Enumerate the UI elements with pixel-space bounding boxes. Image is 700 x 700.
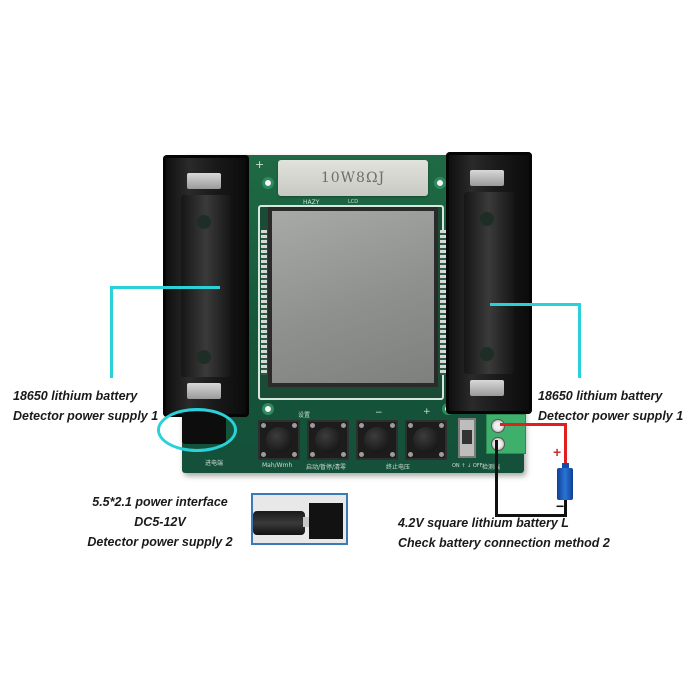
switch-label: ON ↑ ↓ OFF: [452, 463, 483, 469]
button-pin: [439, 452, 444, 457]
button-pin: [310, 452, 315, 457]
minus-sign: −: [556, 498, 565, 514]
terminal-screw-positive: [491, 419, 505, 433]
battery-terminal-cap: [562, 463, 569, 469]
power-switch[interactable]: [458, 418, 476, 458]
callout-line-left: [110, 286, 220, 289]
battery-contact: [470, 170, 504, 186]
button-pin: [292, 452, 297, 457]
terminal-block: [486, 414, 526, 454]
left-battery-annotation: 18650 lithium battery Detector power sup…: [13, 386, 158, 426]
annotation-line: DC5-12V: [134, 515, 186, 529]
power-in-label: 进电端: [205, 460, 224, 467]
callout-line-right: [490, 303, 580, 306]
black-wire: [495, 440, 498, 516]
switch-knob: [462, 430, 472, 444]
button-cap: [315, 427, 341, 453]
dc-jack-highlight: [157, 408, 237, 452]
plus-sign: +: [553, 444, 562, 460]
button-pin: [292, 423, 297, 428]
battery-contact: [187, 173, 221, 189]
button-cap: [364, 427, 390, 453]
lcd-pins-left: [261, 230, 267, 375]
dc-plug: [253, 511, 305, 535]
plug-tip: [303, 517, 311, 527]
button-pin: [408, 423, 413, 428]
mah-wmh-button[interactable]: [258, 420, 300, 460]
button-pin: [310, 423, 315, 428]
lcd-screen: [268, 207, 438, 387]
button-pin: [341, 452, 346, 457]
minus-label: −: [375, 408, 383, 418]
red-wire: [500, 423, 566, 426]
inset-jack: [309, 503, 343, 539]
square-battery-annotation: 4.2V square lithium battery L Check batt…: [398, 513, 610, 553]
brand-label: HAZY: [303, 199, 320, 206]
button-pin: [261, 452, 266, 457]
button-pin: [359, 423, 364, 428]
annotation-line: 18650 lithium battery: [13, 389, 138, 403]
lcd-pins-right: [440, 230, 446, 375]
holder-rivet: [197, 350, 211, 364]
annotation-line: 18650 lithium battery: [538, 389, 663, 403]
battery-contact: [187, 383, 221, 399]
annotation-line: 5.5*2.1 power interface: [92, 495, 228, 509]
terminal-screw-negative: [491, 437, 505, 451]
button-cap: [413, 427, 439, 453]
mount-hole: [262, 177, 274, 189]
annotation-line: Detector power supply 2: [87, 535, 233, 549]
button-pin: [359, 452, 364, 457]
annotation-line: Detector power supply 1: [538, 409, 684, 423]
start-pause-reset-button[interactable]: [307, 420, 349, 460]
button-pin: [408, 452, 413, 457]
annotation-line: Detector power supply 1: [13, 409, 159, 423]
callout-line-left: [110, 286, 113, 378]
callout-line-right: [578, 303, 581, 378]
button-pin: [341, 423, 346, 428]
square-lithium-battery: [557, 468, 573, 500]
lcd-label: LCD: [348, 199, 359, 205]
right-battery-annotation: 18650 lithium battery Detector power sup…: [538, 386, 683, 426]
battery-holder-right: [446, 152, 532, 414]
minus-button[interactable]: [356, 420, 398, 460]
button-cap: [266, 427, 292, 453]
annotation-line: 4.2V square lithium battery L: [398, 516, 569, 530]
black-wire: [495, 514, 567, 517]
button-pin: [439, 423, 444, 428]
mah-wmh-label: Mah/Wmh: [262, 462, 293, 469]
resistor-marking: 10W8ΩJ: [320, 170, 386, 186]
mount-hole: [262, 403, 274, 415]
mount-hole: [434, 177, 446, 189]
detect-label: 检测端: [482, 464, 501, 471]
dc-plug-inset-photo: [251, 493, 348, 545]
start-pause-reset-label: 启动/暂停/清零: [306, 464, 347, 471]
cutoff-voltage-label: 终止电压: [386, 464, 411, 471]
button-pin: [390, 423, 395, 428]
black-wire: [564, 498, 567, 517]
red-wire: [564, 423, 567, 465]
plus-label: +: [423, 407, 431, 417]
battery-contact: [470, 380, 504, 396]
holder-rivet: [197, 215, 211, 229]
button-pin: [261, 423, 266, 428]
button-pin: [390, 452, 395, 457]
dc-power-annotation: 5.5*2.1 power interface DC5-12V Detector…: [85, 492, 235, 552]
set-label: 设置: [298, 412, 311, 419]
silk-plus: +: [255, 158, 265, 171]
holder-rivet: [480, 212, 494, 226]
power-resistor: 10W8ΩJ: [278, 160, 428, 196]
holder-rivet: [480, 347, 494, 361]
annotation-line: Check battery connection method 2: [398, 536, 610, 550]
plus-button[interactable]: [405, 420, 447, 460]
